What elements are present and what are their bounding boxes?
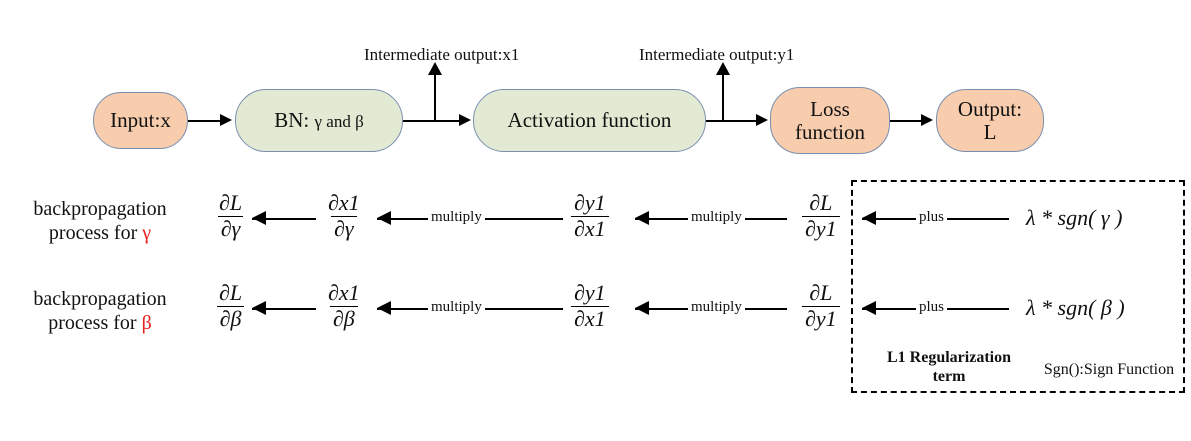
term-dy1-dx1-beta-den: ∂x1: [571, 305, 609, 331]
operation-label-beta-multiply-1: multiply: [428, 299, 485, 316]
node-input-label: Input:x: [110, 108, 171, 133]
arrowhead-activation-to-loss: [756, 113, 768, 126]
term-dL-dy1-gamma-num: ∂L: [809, 190, 833, 215]
operation-label-gamma-plus: plus: [916, 209, 948, 226]
arrowhead-gamma-plus: [862, 210, 876, 225]
arrowhead-branch-y1: [715, 62, 730, 75]
l1-regularization-box: [851, 180, 1185, 393]
node-activation-function: Activation function: [473, 89, 706, 152]
connector-beta-seg1: [252, 308, 316, 310]
term-dx1-dbeta-den: ∂β: [329, 305, 358, 331]
arrowhead-gamma-seg2: [377, 210, 391, 225]
l1-regularization-title-line2: term: [932, 368, 966, 386]
branch-line-y1: [722, 74, 724, 121]
regularization-expr-gamma: λ * sgn( γ ): [1026, 205, 1123, 230]
node-batch-norm-text: BN: γ and β: [274, 109, 363, 132]
l1-regularization-title-line1: L1 Regularization: [887, 349, 1011, 366]
arrowhead-loss-to-output: [921, 113, 933, 126]
arrowhead-beta-seg1: [252, 300, 266, 315]
term-dy1-dx1-gamma-den: ∂x1: [571, 215, 609, 241]
connector-gamma-seg1: [252, 218, 316, 220]
node-batch-norm: BN: γ and β: [235, 89, 403, 152]
branch-line-x1: [434, 74, 436, 121]
arrowhead-beta-seg3: [635, 300, 649, 315]
term-dx1-dbeta: ∂x1 ∂β: [325, 280, 363, 331]
term-dL-dy1-beta-den: ∂y1: [802, 305, 840, 331]
connector-bn-to-activation: [403, 120, 460, 122]
connector-input-to-bn: [188, 120, 222, 122]
operation-label-beta-plus: plus: [916, 299, 948, 316]
arrowhead-input-to-bn: [220, 113, 232, 126]
branch-label-x1: Intermediate output:x1: [364, 45, 520, 64]
backprop-row-label-gamma-line2: process for: [48, 222, 143, 245]
term-dL-dgamma: ∂L ∂γ: [216, 190, 245, 241]
node-input: Input:x: [93, 92, 188, 149]
branch-label-y1: Intermediate output:y1: [639, 45, 795, 64]
node-output-label-line1: Output:: [957, 96, 1023, 121]
node-loss-function: Loss function: [770, 87, 890, 154]
term-dy1-dx1-gamma: ∂y1 ∂x1: [571, 190, 609, 241]
connector-loss-to-output: [890, 120, 923, 122]
term-dy1-dx1-beta-num: ∂y1: [574, 280, 606, 305]
node-loss-function-label-line2: function: [795, 119, 865, 144]
node-loss-function-label-line1: Loss: [810, 96, 850, 121]
sign-function-legend: Sgn():Sign Function: [1043, 361, 1175, 378]
term-dL-dgamma-den: ∂γ: [217, 215, 244, 241]
backprop-row-label-gamma-line1: backpropagation: [33, 198, 167, 220]
node-batch-norm-sublabel: γ and β: [314, 112, 364, 132]
backprop-row-symbol-beta: β: [141, 312, 152, 335]
term-dL-dy1-gamma-den: ∂y1: [802, 215, 840, 241]
backprop-row-label-beta-line1: backpropagation: [33, 288, 167, 310]
arrowhead-bn-to-activation: [459, 113, 471, 126]
term-dL-dy1-gamma: ∂L ∂y1: [802, 190, 840, 241]
operation-label-gamma-multiply-2: multiply: [688, 209, 745, 226]
node-output: Output: L: [936, 89, 1044, 152]
arrowhead-gamma-seg3: [635, 210, 649, 225]
term-dL-dgamma-num: ∂L: [219, 190, 243, 215]
arrowhead-branch-x1: [427, 62, 442, 75]
term-dL-dy1-beta: ∂L ∂y1: [802, 280, 840, 331]
operation-label-beta-multiply-2: multiply: [688, 299, 745, 316]
arrowhead-beta-seg2: [377, 300, 391, 315]
node-activation-function-label: Activation function: [507, 108, 672, 133]
term-dL-dbeta: ∂L ∂β: [216, 280, 245, 331]
operation-label-gamma-multiply-1: multiply: [428, 209, 485, 226]
backprop-row-label-gamma: backpropagation process for γ: [10, 197, 190, 246]
node-batch-norm-label: BN:: [274, 108, 315, 133]
term-dL-dy1-beta-num: ∂L: [809, 280, 833, 305]
term-dy1-dx1-beta: ∂y1 ∂x1: [571, 280, 609, 331]
node-output-label-line2: L: [983, 119, 997, 144]
term-dx1-dgamma-num: ∂x1: [328, 190, 360, 215]
arrowhead-beta-plus: [862, 300, 876, 315]
backprop-row-label-beta-line2: process for: [48, 312, 142, 335]
term-dx1-dgamma-den: ∂γ: [331, 215, 357, 241]
arrowhead-gamma-seg1: [252, 210, 266, 225]
term-dy1-dx1-gamma-num: ∂y1: [574, 190, 606, 215]
term-dx1-dbeta-num: ∂x1: [328, 280, 360, 305]
backprop-row-symbol-gamma: γ: [142, 222, 152, 245]
regularization-expr-beta: λ * sgn( β ): [1026, 295, 1125, 320]
term-dx1-dgamma: ∂x1 ∂γ: [325, 190, 363, 241]
term-dL-dbeta-num: ∂L: [219, 280, 243, 305]
l1-regularization-title: L1 Regularization term: [864, 348, 1034, 386]
connector-activation-to-loss: [706, 120, 757, 122]
term-dL-dbeta-den: ∂β: [216, 305, 245, 331]
backprop-row-label-beta: backpropagation process for β: [10, 287, 190, 336]
